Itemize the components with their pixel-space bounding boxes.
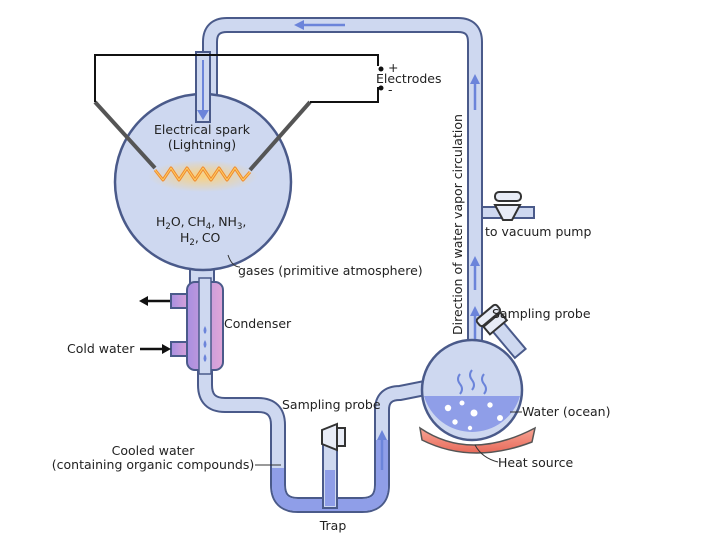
- arrow-icon: [294, 20, 304, 30]
- drop-icon: [203, 326, 207, 334]
- formula-line2: H2,CO: [180, 230, 221, 248]
- spark-label-line1: Electrical spark: [154, 122, 251, 137]
- trap-water: [325, 470, 335, 506]
- down-arrow-icon: [197, 110, 209, 120]
- steam-icon: [469, 369, 475, 391]
- bubble-icon: [444, 404, 452, 412]
- bubble-icon: [467, 425, 473, 431]
- bubble-icon: [497, 415, 503, 421]
- minus-sign: -: [388, 82, 393, 97]
- spark-label-line2: (Lightning): [168, 137, 236, 152]
- plus-sign: +: [388, 60, 398, 75]
- drop-icon: [203, 354, 207, 362]
- arrow-icon: [470, 306, 480, 316]
- plus-terminal: [378, 66, 384, 72]
- gases-label: gases (primitive atmosphere): [238, 263, 423, 278]
- electrodes: [93, 54, 384, 172]
- bubble-icon: [470, 409, 478, 417]
- bubble-icon: [452, 419, 458, 425]
- steam-icon: [457, 373, 463, 395]
- leader-lines: [227, 254, 522, 466]
- outflow-arrow-icon: [139, 296, 148, 306]
- bubble-icon: [459, 400, 465, 406]
- top-wire: [94, 54, 379, 102]
- condenser: [139, 277, 224, 375]
- minus-terminal: [378, 85, 384, 91]
- arrow-icon: [470, 256, 480, 266]
- condenser-label: Condenser: [224, 316, 292, 331]
- arrow-icon: [470, 74, 480, 84]
- arrow-icon: [377, 430, 387, 440]
- left-electrode: [93, 100, 157, 170]
- heat-source: [418, 426, 537, 454]
- water-ocean-label: Water (ocean): [522, 404, 610, 419]
- heat-source-label: Heat source: [498, 455, 573, 470]
- sampling-probe-trap-label: Sampling probe: [282, 397, 381, 412]
- formula-line1: H2O,CH4,NH3,: [156, 214, 246, 232]
- vacuum-valve: [481, 191, 535, 221]
- inflow-arrow-icon: [162, 344, 171, 354]
- trap-sampling-probe: [321, 422, 346, 452]
- right-electrode: [248, 100, 312, 172]
- valve-handle: [494, 191, 522, 202]
- bottom-wire: [310, 87, 379, 103]
- cold-water-label: Cold water: [67, 341, 135, 356]
- trap-label: Trap: [319, 518, 347, 533]
- spark-glow: [148, 160, 258, 192]
- sampling-probe-right-label: Sampling probe: [492, 306, 591, 321]
- cooled-water-label-line1: Cooled water: [112, 443, 196, 458]
- steam-icon: [481, 373, 487, 395]
- drop-icon: [203, 340, 207, 348]
- water-flask: [418, 303, 537, 454]
- vacuum-label: to vacuum pump: [485, 224, 591, 239]
- cooled-water-label-line2: (containing organic compounds): [52, 457, 254, 472]
- spark-flask: [113, 51, 293, 291]
- electrodes-label: Electrodes: [376, 71, 442, 86]
- bubble-icon: [487, 402, 493, 408]
- direction-label: Direction of water vapor circulation: [450, 114, 465, 335]
- flow-arrows: [294, 20, 480, 470]
